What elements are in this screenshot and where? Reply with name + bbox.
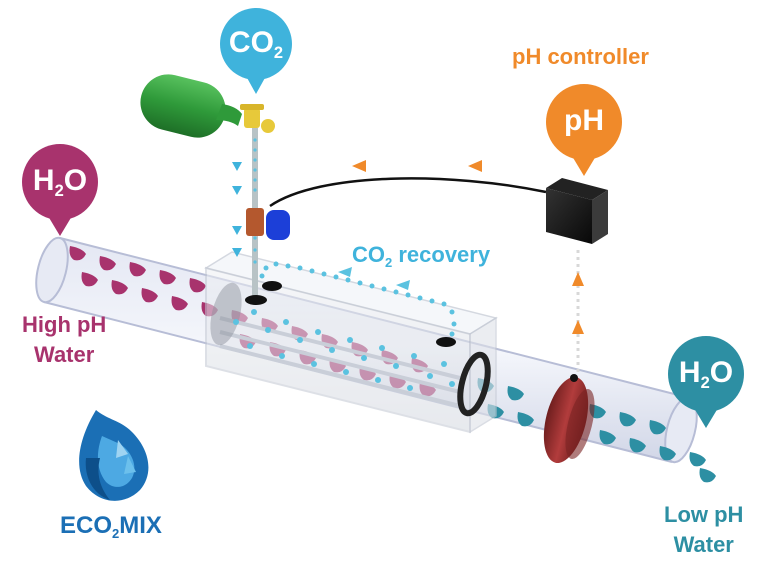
co2-pin bbox=[220, 8, 292, 94]
recovery-port-left bbox=[262, 281, 282, 291]
eco2mix-logo-text: ECO2MIX bbox=[60, 512, 162, 541]
eco2mix-logo-mark bbox=[79, 410, 149, 501]
co2-cylinder bbox=[140, 74, 242, 138]
ph-controller-box bbox=[546, 178, 608, 244]
co2-flow-arrows bbox=[232, 162, 242, 257]
co2-bubbles bbox=[233, 309, 455, 391]
solenoid-valve bbox=[246, 208, 290, 240]
recovery-arrow-2 bbox=[338, 267, 352, 277]
ph-sensor-ring bbox=[543, 374, 595, 463]
high-ph-water-label: High pH Water bbox=[22, 310, 106, 370]
tube-inlet bbox=[35, 236, 69, 304]
low-ph-line2: Water bbox=[673, 532, 734, 557]
co2-pin-label: CO2 bbox=[228, 26, 284, 62]
signal-arrows bbox=[352, 160, 482, 172]
h2o-in-pin-label: H2O bbox=[32, 164, 88, 200]
control-cable bbox=[269, 177, 547, 208]
ph-pin bbox=[546, 84, 622, 176]
sensor-arrows bbox=[572, 272, 584, 334]
low-ph-line1: Low pH bbox=[664, 502, 744, 527]
co2-valve bbox=[240, 104, 275, 133]
ph-pin-label: pH bbox=[564, 104, 604, 137]
h2o-out-pin-label: H2O bbox=[678, 356, 734, 392]
ph-controller-label: pH controller bbox=[512, 44, 649, 69]
injector-port bbox=[245, 295, 267, 305]
recovery-arrow-1 bbox=[396, 280, 410, 290]
low-ph-water-label: Low pH Water bbox=[664, 500, 743, 560]
high-ph-line2: Water bbox=[34, 342, 95, 367]
h2o-in-pin bbox=[22, 144, 98, 236]
co2-recovery-label: CO2 recovery bbox=[352, 242, 491, 270]
high-ph-line1: High pH bbox=[22, 312, 107, 337]
co2-recovery-loop bbox=[259, 261, 457, 337]
injector-bubbles bbox=[253, 138, 257, 264]
h2o-out-pin bbox=[668, 336, 744, 428]
recovery-port-right bbox=[436, 337, 456, 347]
mixing-chamber bbox=[204, 251, 498, 434]
